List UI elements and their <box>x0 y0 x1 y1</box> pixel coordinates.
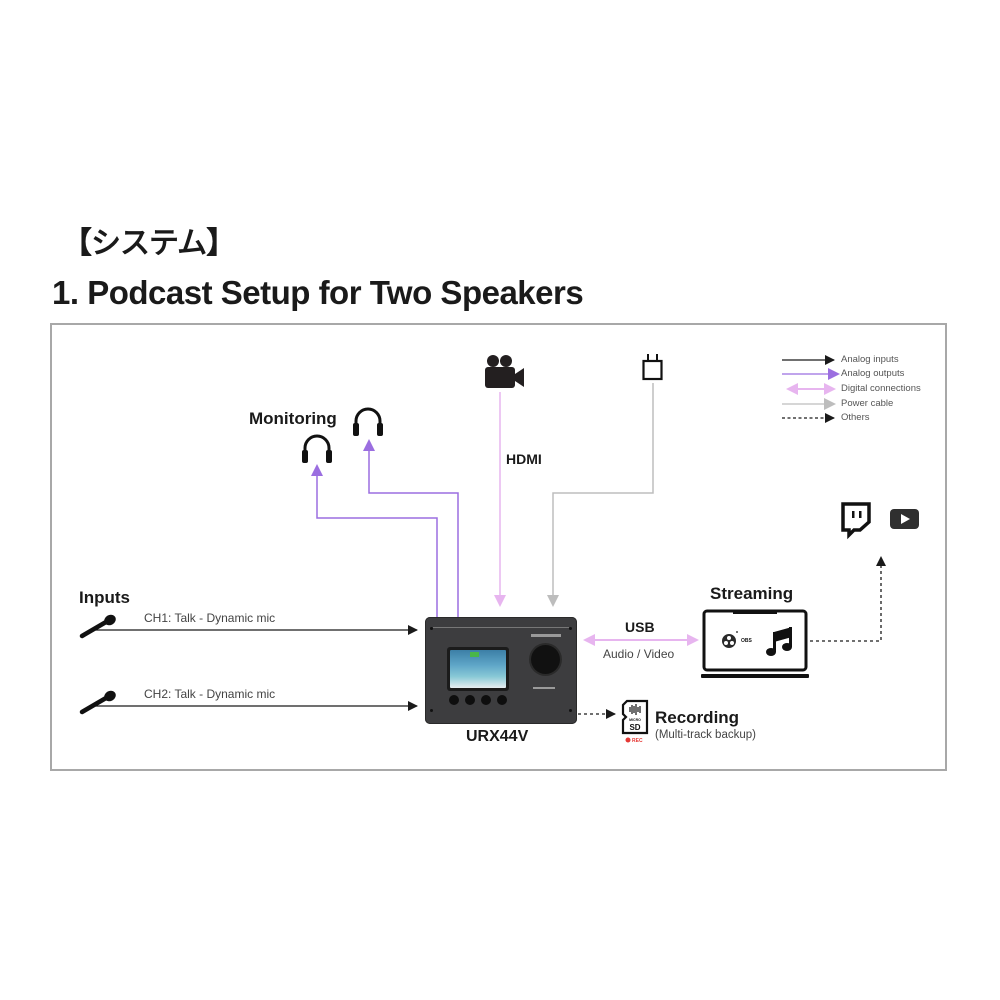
usb-label: USB <box>625 619 655 635</box>
obs-icon <box>722 631 738 648</box>
device-gain-knobs <box>449 695 507 705</box>
power-plug-icon <box>642 354 663 381</box>
legend <box>782 355 840 423</box>
microphone-icon <box>79 614 116 639</box>
monitoring-label: Monitoring <box>249 409 337 428</box>
legend-label: Analog outputs <box>841 368 905 379</box>
device-touchscreen <box>447 647 509 691</box>
urx44v-device <box>425 617 577 724</box>
headphones-icon <box>353 407 383 436</box>
device-main-knob <box>531 645 560 674</box>
laptop-icon <box>701 609 809 678</box>
obs-label: OBS <box>741 638 752 644</box>
video-camera-icon <box>485 355 524 388</box>
device-brand-logo <box>531 634 561 637</box>
usb-sublabel: Audio / Video <box>603 647 675 661</box>
twitch-icon <box>841 502 871 540</box>
page-title: 1. Podcast Setup for Two Speakers <box>52 274 584 311</box>
device-label: URX44V <box>466 728 529 745</box>
recording-sublabel: (Multi-track backup) <box>655 729 756 741</box>
section-tag: 【システム】 <box>62 226 236 261</box>
device-model-plate <box>533 687 555 689</box>
legend-label: Power cable <box>841 398 894 409</box>
input-ch1-label: CH1: Talk - Dynamic mic <box>144 611 276 625</box>
legend-label: Digital connections <box>841 383 921 394</box>
headphones-icon <box>302 434 332 463</box>
svg-text:SD: SD <box>629 723 640 732</box>
streaming-label: Streaming <box>710 584 794 603</box>
microphone-icon <box>79 690 116 715</box>
hdmi-label: HDMI <box>506 451 542 467</box>
inputs-label: Inputs <box>79 588 130 607</box>
input-ch2-label: CH2: Talk - Dynamic mic <box>144 687 276 701</box>
music-note-icon <box>766 627 792 656</box>
legend-label: Analog inputs <box>841 354 899 365</box>
svg-text:MICRO: MICRO <box>629 718 641 722</box>
youtube-icon <box>890 509 919 529</box>
device-top-panel <box>433 627 569 632</box>
recording-label: Recording <box>655 708 740 727</box>
svg-text:REC: REC <box>632 738 643 744</box>
sd-card-icon: MICRO SD REC <box>621 699 649 744</box>
legend-label: Others <box>841 412 870 423</box>
